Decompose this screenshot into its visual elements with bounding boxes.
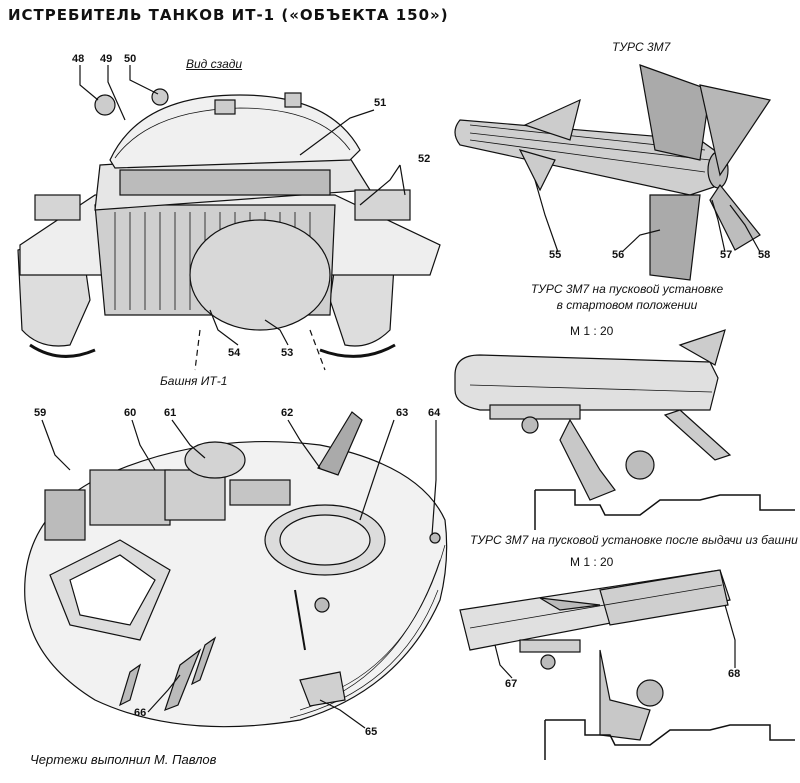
scale-label-start: М 1 : 20 <box>570 324 614 338</box>
callout-53: 53 <box>281 347 294 359</box>
callout-54: 54 <box>228 347 241 359</box>
callout-67: 67 <box>505 678 518 690</box>
callout-58: 58 <box>758 249 771 261</box>
callout-52: 52 <box>418 153 431 165</box>
callout-57: 57 <box>720 249 733 261</box>
callout-49: 49 <box>100 53 113 65</box>
credit-text: Чертежи выполнил М. Павлов <box>30 752 217 767</box>
turret-drawing <box>24 411 448 729</box>
tank-rear-view-drawing <box>17 65 441 371</box>
caption-rear-view: Вид сзади <box>186 57 243 71</box>
callout-50: 50 <box>124 53 137 65</box>
callout-61: 61 <box>164 407 177 419</box>
caption-turret: Башня ИТ-1 <box>160 374 228 388</box>
callout-60: 60 <box>124 407 137 419</box>
missile-3m7-drawing <box>454 64 771 281</box>
callout-56: 56 <box>612 249 625 261</box>
callout-55: 55 <box>549 249 562 261</box>
launcher-start-drawing <box>454 329 795 530</box>
callout-63: 63 <box>396 407 409 419</box>
callout-65: 65 <box>365 726 378 738</box>
callout-68: 68 <box>728 668 741 680</box>
caption-launcher-start-line2: в стартовом положении <box>556 298 698 312</box>
callout-48: 48 <box>72 53 85 65</box>
callout-62: 62 <box>281 407 294 419</box>
page-title: ИСТРЕБИТЕЛЬ ТАНКОВ ИТ-1 («ОБЪЕКТА 150») <box>8 6 449 24</box>
callout-51: 51 <box>374 97 387 109</box>
callout-59: 59 <box>34 407 47 419</box>
callout-64: 64 <box>428 407 441 419</box>
caption-launcher-after: ТУРС 3М7 на пусковой установке после выд… <box>470 533 798 547</box>
launcher-after-drawing <box>459 569 795 760</box>
scale-label-after: М 1 : 20 <box>570 555 614 569</box>
caption-missile: ТУРС 3М7 <box>612 40 671 54</box>
caption-launcher-start-line1: ТУРС 3М7 на пусковой установке <box>530 282 724 296</box>
callout-66: 66 <box>134 707 147 719</box>
